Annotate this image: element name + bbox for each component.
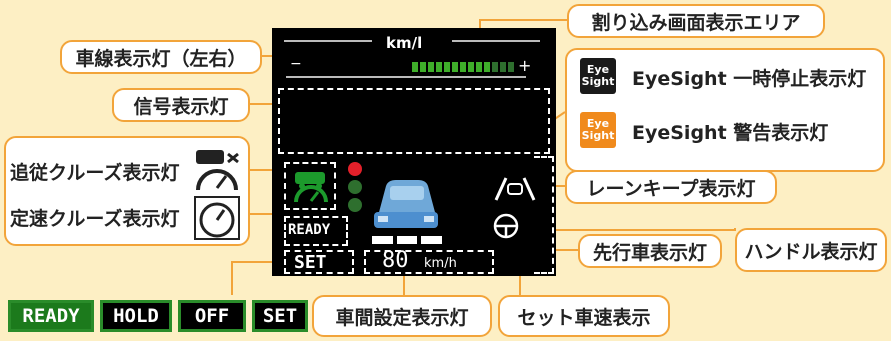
meter-display: km/l − + READY SET 80 km/h [272, 28, 556, 276]
set-small-label: SET [294, 252, 327, 273]
interrupt-area-box [278, 88, 550, 154]
off-lamp: OFF [178, 300, 246, 332]
callout-steering: ハンドル表示灯 [735, 228, 887, 272]
ready-lamp: READY [8, 300, 94, 332]
set-box [284, 250, 354, 274]
lane-line-right [462, 160, 463, 260]
fuel-gauge-top-left-line [284, 40, 372, 42]
callout-lane-keep: レーンキープ表示灯 [565, 170, 777, 204]
callout-interrupt-area: 割り込み画面表示エリア [567, 4, 825, 38]
fuel-gauge-top-right-line [452, 40, 540, 42]
eyesight-warning-line1: Eye [586, 117, 610, 130]
constant-cruise-label: 定速クルーズ表示灯 [10, 208, 180, 230]
fuel-gauge-baseline [286, 76, 526, 78]
eyesight-pause-label: EyeSight 一時停止表示灯 [632, 68, 867, 90]
ready-small-label: READY [288, 222, 331, 238]
callout-signal-lamp: 信号表示灯 [112, 88, 250, 122]
lane-keep-screen-icon [492, 174, 538, 206]
follow-cruise-label: 追従クルーズ表示灯 [10, 162, 180, 184]
fuel-gauge-bar [412, 62, 514, 72]
ready-box [284, 216, 348, 246]
set-speed-box [364, 250, 494, 274]
callout-lane-lamp: 車線表示灯（左右） [60, 40, 262, 74]
speed-value: 80 [382, 248, 409, 273]
eyesight-pause-line1: Eye [586, 63, 610, 76]
fuel-plus: + [518, 56, 532, 75]
callout-set-speed: セット車速表示 [498, 295, 670, 337]
fuel-minus: − [290, 56, 302, 72]
steering-screen-icon [492, 212, 520, 244]
follow-cruise-screen-icon [292, 168, 330, 208]
constant-cruise-icon [194, 196, 240, 244]
callout-lead-vehicle: 先行車表示灯 [578, 234, 722, 268]
distance-setting-bar [372, 236, 443, 246]
follow-cruise-icon [192, 146, 242, 196]
eyesight-warning-line2: Sight [581, 129, 615, 142]
eyesight-warning-label: EyeSight 警告表示灯 [632, 122, 829, 144]
signal-lamp [344, 158, 366, 214]
callout-distance-setting: 車間設定表示灯 [312, 295, 492, 337]
speed-unit: km/h [424, 256, 457, 271]
eyesight-panel [565, 48, 885, 172]
set-lamp: SET [252, 300, 308, 332]
lead-vehicle-car [368, 172, 444, 240]
cruise-lamp-box [284, 162, 336, 210]
eyesight-pause-line2: Sight [581, 75, 615, 88]
fuel-unit: km/l [386, 34, 423, 52]
right-lamp-box [534, 156, 554, 274]
hold-lamp: HOLD [100, 300, 172, 332]
